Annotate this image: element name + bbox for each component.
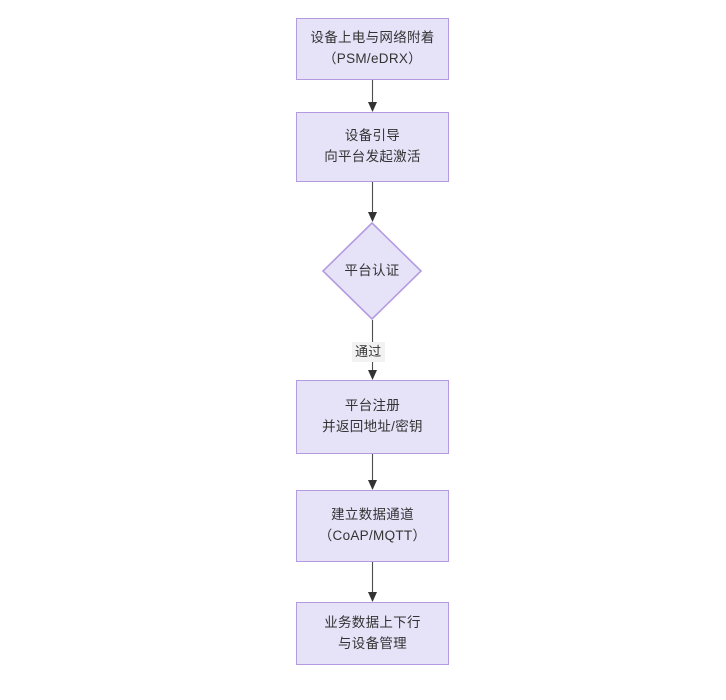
node-business-data[interactable]: 业务数据上下行 与设备管理 <box>296 602 449 665</box>
node-data-channel[interactable]: 建立数据通道 （CoAP/MQTT） <box>296 490 449 562</box>
node-platform-register[interactable]: 平台注册 并返回地址/密钥 <box>296 380 449 454</box>
diamond-shape <box>322 222 422 320</box>
node-platform-auth[interactable]: 平台认证 <box>322 222 422 320</box>
node-bootstrap[interactable]: 设备引导 向平台发起激活 <box>296 112 449 182</box>
edge-label-pass: 通过 <box>352 342 385 363</box>
node-power-on[interactable]: 设备上电与网络附着 （PSM/eDRX） <box>296 18 449 80</box>
node-platform-auth-label: 平台认证 <box>344 262 400 278</box>
